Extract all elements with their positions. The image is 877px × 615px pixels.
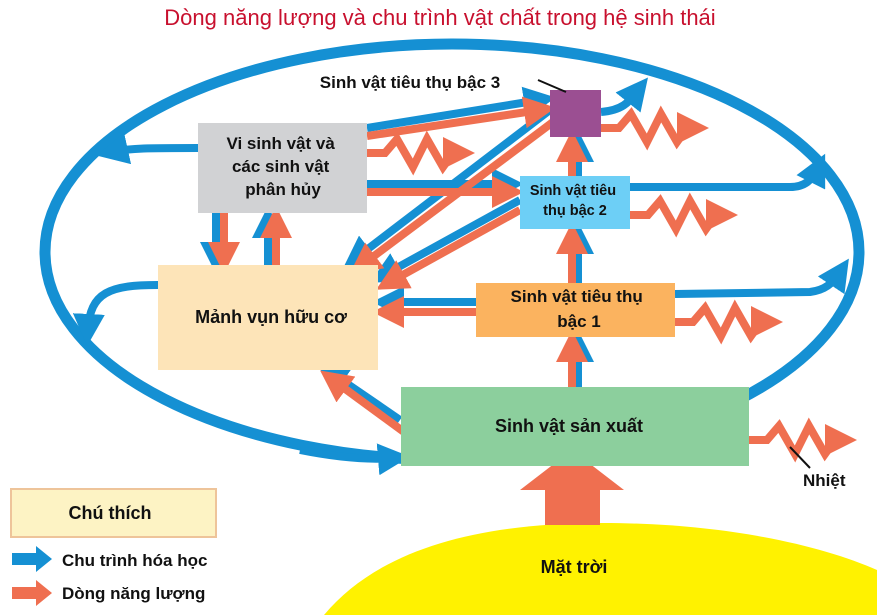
legend-item-energy-flow: Dòng năng lượng (62, 584, 205, 603)
consumer2-label: Sinh vật tiêu thụ bậc 2 (530, 183, 620, 219)
cycle-arrow-detritus-out (72, 281, 159, 346)
cycle-arrow-producer-to-detritus (316, 362, 403, 424)
sun-shape (324, 523, 877, 615)
producer-box (401, 387, 749, 466)
cycle-arrow-c3-to-detritus (343, 106, 553, 268)
cycle-arrow-consumer2-out (630, 153, 826, 191)
energy-arrow-c3-to-detritus (349, 118, 556, 275)
heat-arrow-consumer3 (601, 105, 709, 151)
legend-item-chemical-cycle: Chu trình hóa học (62, 551, 207, 570)
detritus-label: Mảnh vụn hữu cơ (195, 307, 347, 327)
cycle-arrow-consumer3-out (600, 77, 648, 116)
cycle-arrow-consumer1-out (674, 258, 849, 298)
consumer2-box (520, 176, 630, 229)
legend-orange-arrow-icon (12, 580, 52, 606)
cycle-arrow-decomposers-to-c3 (366, 86, 556, 132)
detritus-box (158, 265, 378, 370)
sunlight-arrow (520, 450, 624, 525)
legend-blue-arrow-icon (12, 546, 52, 572)
decomposers-box (198, 123, 367, 213)
energy-arrow-producer-to-detritus (320, 370, 407, 436)
consumer3-label: Sinh vật tiêu thụ bậc 3 (320, 73, 500, 92)
consumer1-box (476, 283, 675, 337)
energy-arrow-c2-to-detritus (376, 206, 522, 290)
heat-arrow-consumer1 (675, 299, 783, 345)
heat-arrow-producer (749, 417, 857, 463)
producer-label: Sinh vật sản xuất (495, 416, 643, 436)
heat-arrow-consumer2 (630, 192, 738, 238)
heat-arrow-decomposers (367, 130, 475, 176)
decomposers-label: Vi sinh vật và các sinh vật phân hủy (226, 134, 339, 199)
heat-pointer (789, 446, 811, 469)
legend-box (10, 488, 217, 538)
consumer3-box (550, 90, 601, 137)
diagram-title: Dòng năng lượng và chu trình vật chất tr… (164, 5, 715, 30)
sun-label: Mặt trời (541, 557, 608, 577)
legend-title: Chú thích (69, 503, 152, 523)
cycle-arrow-decomposers-out (96, 132, 199, 165)
energy-arrow-decomposers-to-c3 (366, 96, 556, 140)
heat-label: Nhiệt (803, 471, 846, 490)
consumer1-label: Sinh vật tiêu thụ bậc 1 (511, 287, 648, 331)
cycle-arrow-into-producer (299, 443, 410, 476)
consumer3-pointer (537, 79, 567, 93)
